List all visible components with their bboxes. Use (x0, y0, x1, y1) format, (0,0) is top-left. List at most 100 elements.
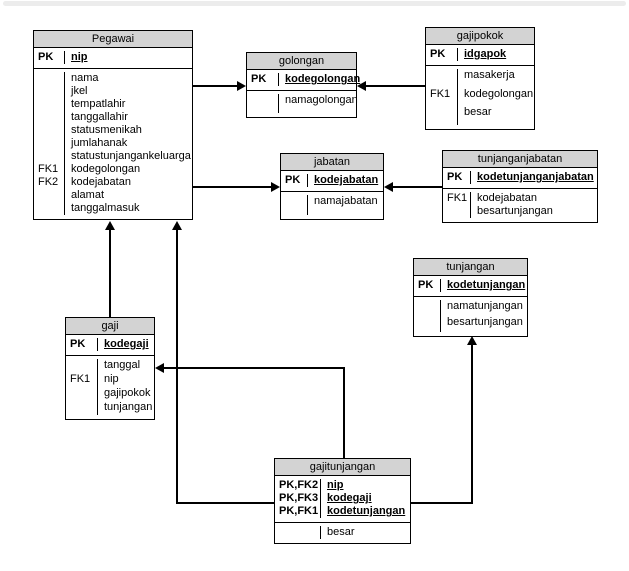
key-label (34, 189, 64, 202)
key-label (414, 300, 440, 316)
key-label: PK (251, 73, 267, 85)
key-label: FK1 (447, 192, 468, 204)
key-label: PK (38, 51, 54, 63)
attribute-field: kodegolongan (457, 87, 535, 107)
attribute-field: nama (64, 72, 193, 85)
primary-key-field: nip (64, 51, 192, 64)
key-label: PK,FK2 (279, 479, 319, 491)
entity-title: gajitunjangan (275, 459, 410, 476)
attribute-field: namagolongan (278, 94, 360, 113)
key-label: PK (430, 48, 446, 60)
relation-arrowhead-gajipokok-golongan (357, 81, 366, 91)
key-label: FK1 (430, 87, 451, 100)
key-label: FK1 (70, 373, 91, 385)
key-label: PK (285, 174, 301, 186)
primary-key-field: kodetunjangan (320, 505, 410, 518)
key-label (66, 401, 97, 415)
key-label (275, 526, 320, 539)
attribute-field: jumlahanak (64, 137, 193, 150)
key-label (34, 85, 64, 98)
relation-arrowhead-gaji-pegawai (105, 221, 115, 230)
key-label: PK (70, 338, 86, 350)
attribute-field: kodejabatan (470, 192, 597, 205)
attribute-field: tempatlahir (64, 98, 193, 111)
attribute-field: tanggallahir (64, 111, 193, 124)
primary-key-field: kodegaji (97, 338, 154, 351)
attribute-field: tanggal (97, 359, 154, 373)
relation-arrowhead-gajitunjangan-gaji (155, 363, 164, 373)
key-label (34, 111, 64, 124)
key-label: FK2 (38, 176, 59, 188)
key-label: PK (447, 171, 463, 183)
key-label: PK,FK1 (279, 505, 319, 517)
relation-line-gaji-pegawai (109, 230, 111, 317)
attribute-field: nip (97, 373, 154, 387)
attribute-field: besar (457, 106, 535, 125)
primary-key-field: kodetunjangan (440, 279, 527, 292)
key-label (34, 72, 64, 85)
relation-line-gajitunjangan-pegawai-horizontal (176, 502, 274, 504)
key-label (66, 359, 97, 373)
relation-arrowhead-gajitunjangan-pegawai (172, 221, 182, 230)
entity-title: gajipokok (426, 28, 534, 45)
attribute-field: masakerja (457, 69, 535, 88)
relation-arrowhead-gajitunjangan-tunjangan (467, 336, 477, 345)
primary-key-field: kodegaji (320, 492, 410, 505)
primary-key-field: kodetunjanganjabatan (470, 171, 597, 184)
attribute-field: tanggalmasuk (64, 202, 193, 215)
key-label: FK1 (38, 163, 59, 175)
relation-arrowhead-tunjanganjabatan-jabatan (384, 182, 393, 192)
attribute-field: alamat (64, 189, 193, 202)
relation-arrowhead-pegawai-golongan (237, 81, 246, 91)
relation-line-gajipokok-golongan (366, 85, 425, 87)
key-label (443, 205, 470, 218)
attribute-field: jkel (64, 85, 193, 98)
entity-title: Pegawai (34, 31, 192, 48)
entity-title: gaji (66, 318, 154, 335)
attribute-field: gajipokok (97, 387, 154, 401)
attribute-field: namatunjangan (440, 300, 527, 316)
relation-line-pegawai-jabatan (193, 186, 272, 188)
key-label (34, 98, 64, 111)
primary-key-field: nip (320, 479, 410, 492)
attribute-field: besartunjangan (440, 316, 527, 332)
relation-line-gajitunjangan-tunjangan-vertical (471, 345, 473, 504)
key-label (426, 69, 457, 88)
entity-title: jabatan (281, 154, 383, 171)
relation-line-tunjanganjabatan-jabatan (393, 186, 442, 188)
attribute-field: statustunjangankeluarga (64, 150, 193, 163)
attribute-field: tunjangan (97, 401, 154, 415)
window-top-strip (3, 1, 626, 6)
attribute-field: kodegolongan (64, 163, 193, 176)
key-label (281, 195, 307, 215)
primary-key-field: kodegolongan (278, 73, 362, 86)
key-label (414, 316, 440, 332)
entity-title: golongan (247, 53, 356, 70)
key-label (247, 94, 278, 113)
attribute-field: besar (320, 526, 410, 539)
key-label (34, 150, 64, 163)
primary-key-field: idgapok (457, 48, 534, 61)
key-label: PK,FK3 (279, 492, 319, 504)
relation-line-pegawai-golongan (193, 85, 238, 87)
key-label: PK (418, 279, 434, 291)
relation-line-gajitunjangan-gaji-vertical (343, 367, 345, 458)
key-label (34, 137, 64, 150)
relation-arrowhead-pegawai-jabatan (271, 182, 280, 192)
attribute-field: kodejabatan (64, 176, 193, 189)
attribute-field: besartunjangan (470, 205, 597, 218)
entity-title: tunjanganjabatan (443, 151, 597, 168)
attribute-field: namajabatan (307, 195, 383, 215)
key-label (34, 124, 64, 137)
primary-key-field: kodejabatan (307, 174, 383, 187)
key-label (66, 387, 97, 401)
entity-title: tunjangan (414, 259, 527, 276)
